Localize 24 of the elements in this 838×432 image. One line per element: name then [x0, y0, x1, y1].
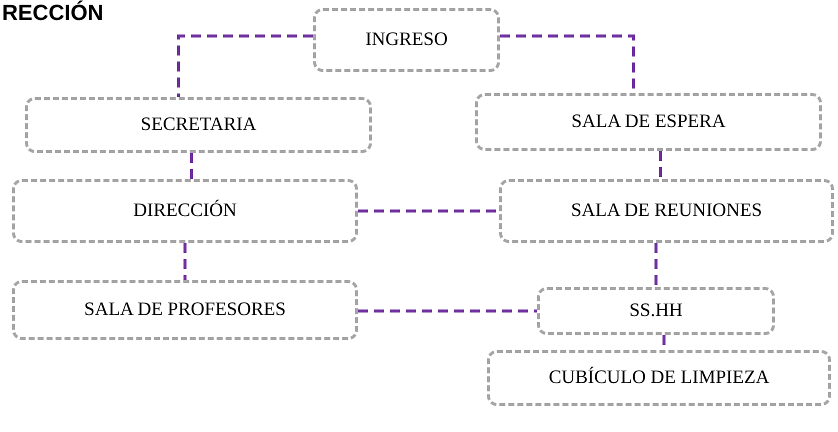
room-box [313, 8, 500, 72]
room-label: SALA DE PROFESORES [84, 299, 286, 321]
connector-line [654, 243, 658, 287]
room-box [475, 93, 822, 151]
connector-line [190, 153, 193, 179]
room-box [12, 179, 358, 243]
connector-line [358, 210, 499, 212]
room-label: SALA DE ESPERA [571, 111, 726, 133]
room-box [537, 287, 775, 335]
connector-line [177, 34, 313, 97]
connector-line [184, 243, 186, 280]
room-box [25, 97, 372, 153]
connector-line [659, 151, 662, 179]
title: RECCIÓN [2, 2, 104, 24]
room-label: SS.HH [629, 300, 683, 322]
room-box [12, 280, 358, 340]
room-box [499, 179, 834, 243]
room-label: SALA DE REUNIONES [570, 200, 762, 222]
room-label: INGRESO [365, 29, 448, 51]
connector-line [358, 310, 537, 312]
room-label: DIRECCIÓN [133, 200, 237, 222]
room-label: CUBÍCULO DE LIMPIEZA [548, 367, 770, 389]
room-label: SECRETARIA [140, 114, 256, 136]
room-box [487, 350, 831, 406]
